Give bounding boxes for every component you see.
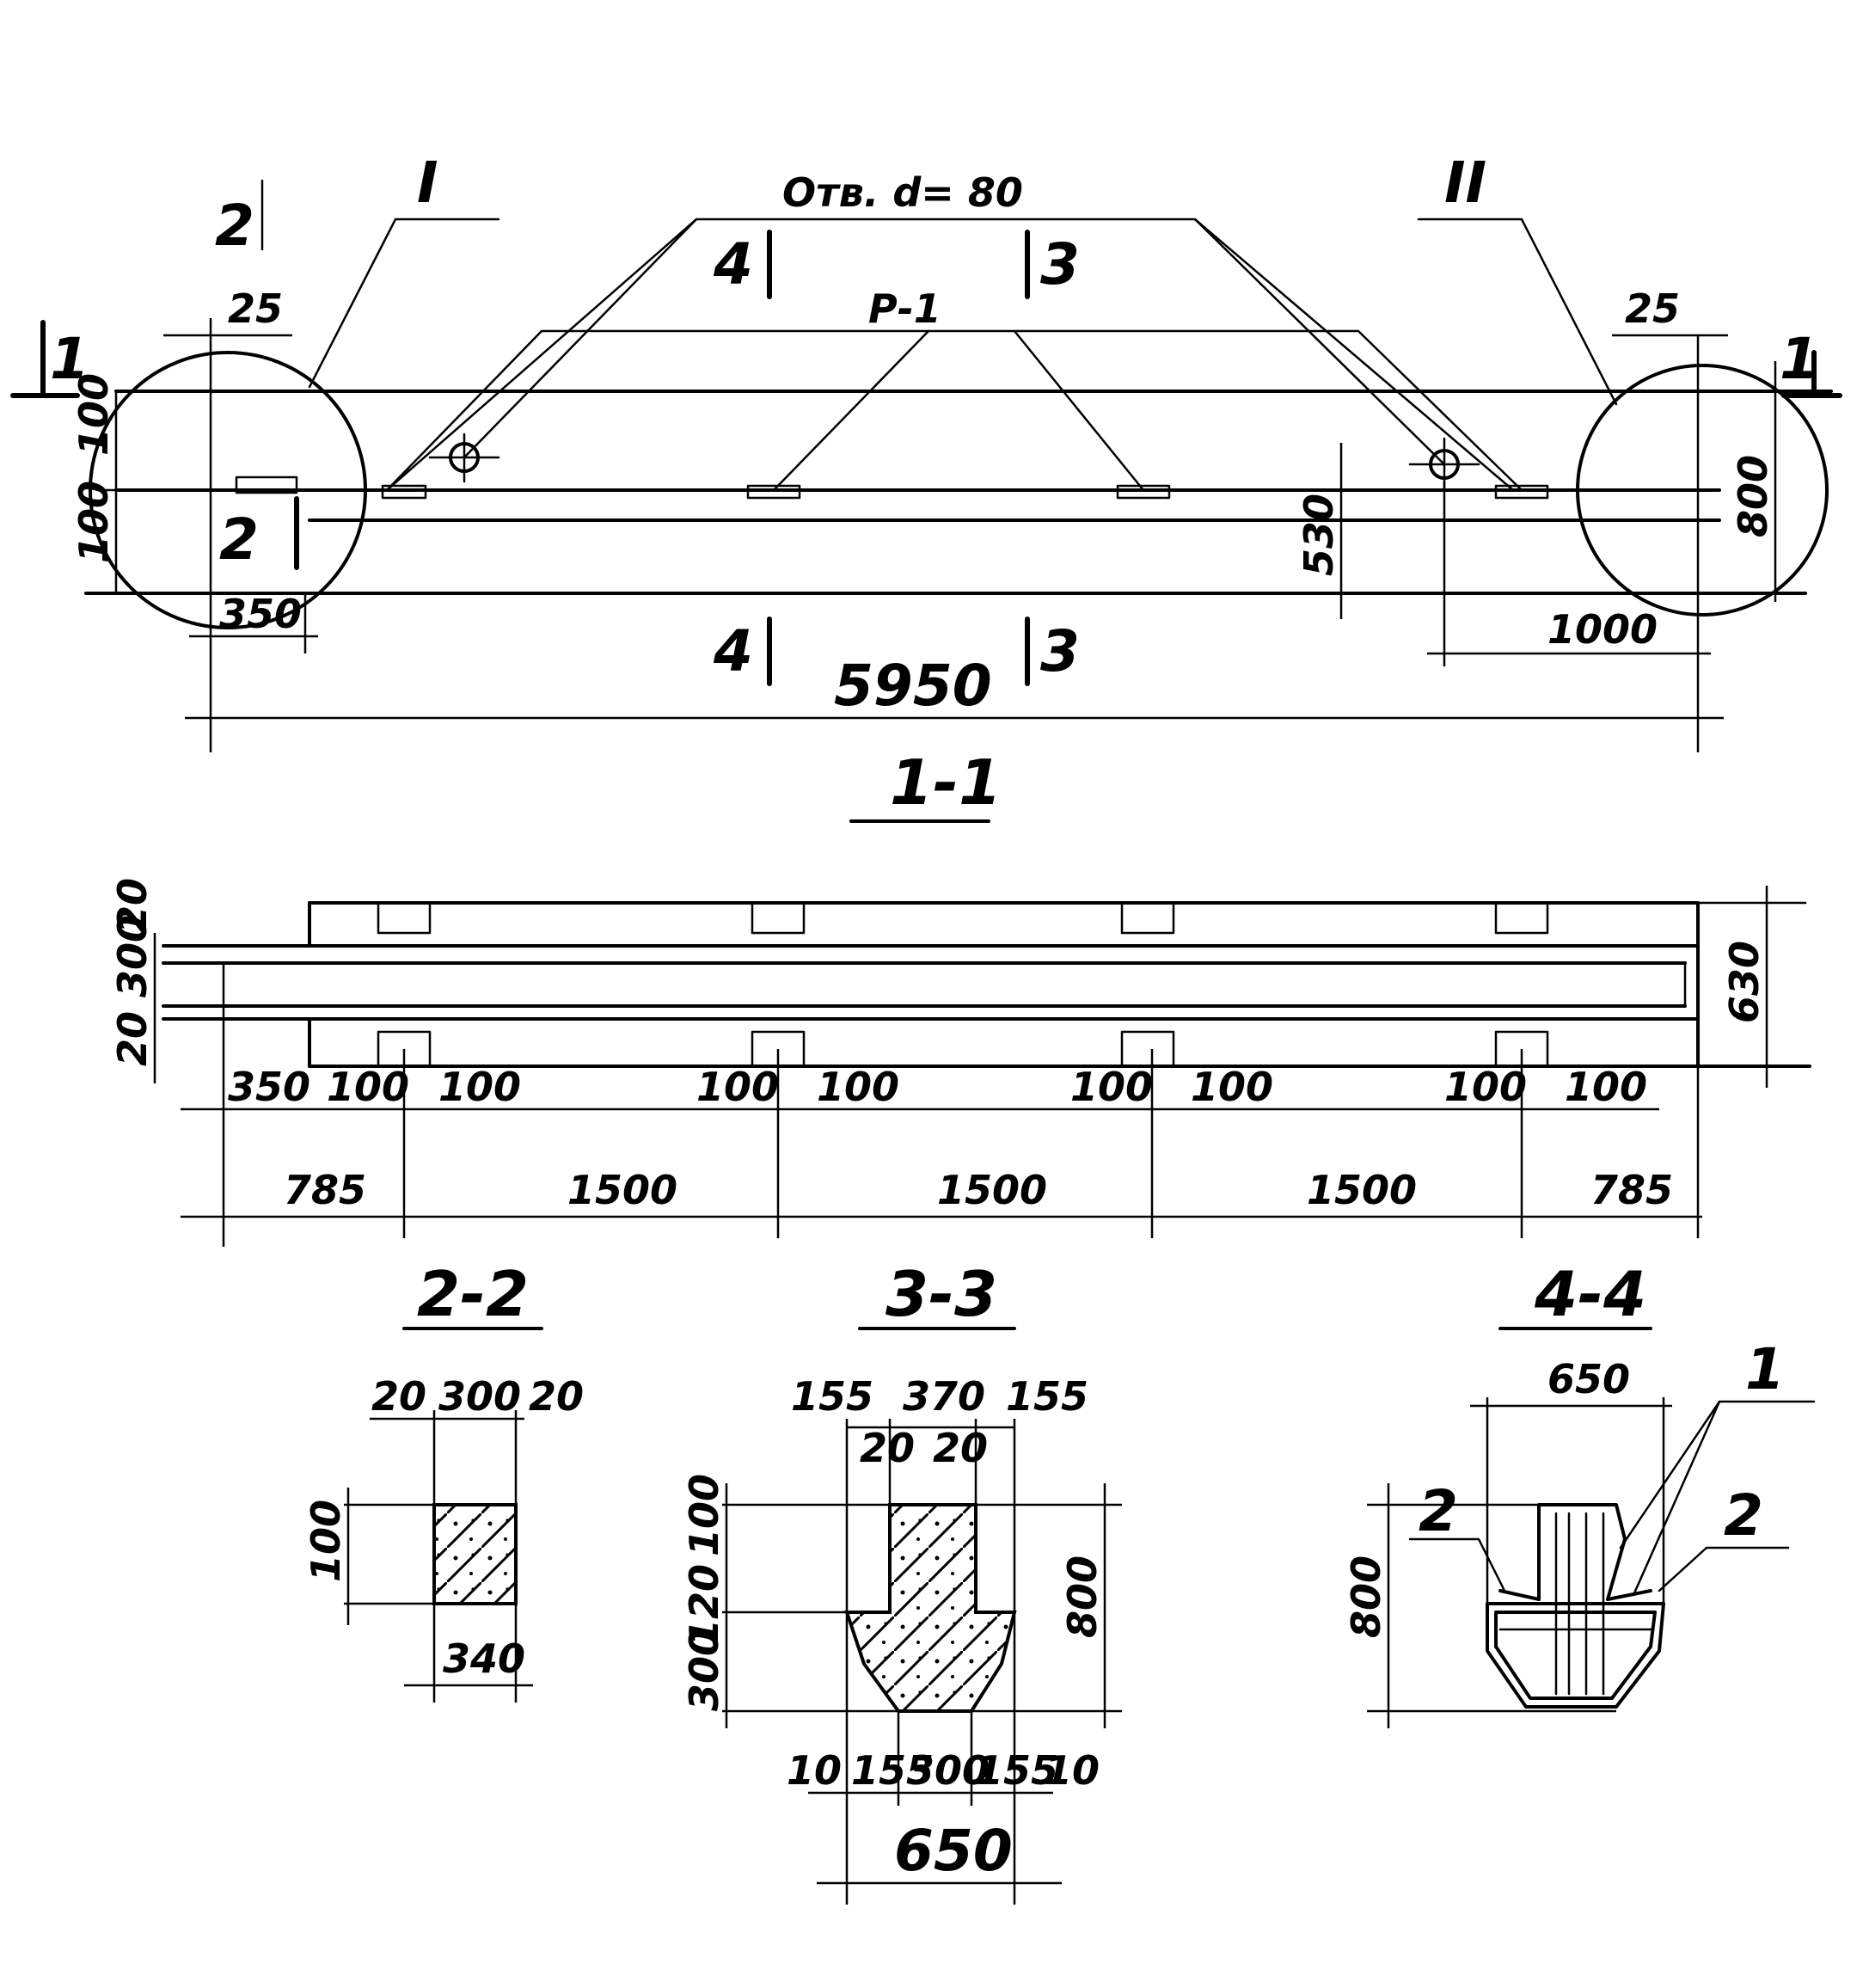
dim-25-left: 25 — [228, 285, 283, 332]
section-4-4-title: 4-4 — [1534, 1258, 1646, 1330]
leader-node-2 — [1417, 218, 1618, 406]
svg-text:2: 2 — [219, 506, 259, 573]
dim-1-1-r1-5: 100 — [1070, 1064, 1153, 1110]
dim-1-1-r1-1: 100 — [327, 1064, 409, 1110]
dim-1-1-r1-4: 100 — [817, 1064, 899, 1110]
section-3-3-body — [844, 1503, 1017, 1713]
leader-rebar — [385, 329, 1523, 492]
dim-2-2-bottom: 340 — [443, 1635, 525, 1682]
dim-1-1-r1-3: 100 — [696, 1064, 779, 1110]
dim-5950: 5950 — [834, 653, 992, 719]
dim-1-1-right: 630 — [1721, 941, 1768, 1023]
section-mark-1-left: 1 — [10, 320, 89, 398]
dim-530: 530 — [1296, 494, 1342, 576]
dim-1-1-r2-2: 1500 — [937, 1167, 1047, 1213]
dim-1-1-r1-7: 100 — [1444, 1064, 1527, 1110]
dim-3-3-bottom-5: 10 — [1045, 1747, 1100, 1794]
dim-2-2-height: 100 — [303, 1500, 349, 1582]
dim-3-3-inner-1: 20 — [860, 1425, 915, 1471]
dim-1-1-r2-0: 785 — [284, 1167, 366, 1213]
dim-3-3-right: 800 — [1059, 1555, 1106, 1638]
dim-1000: 1000 — [1547, 606, 1658, 653]
plan-view: Отв. d= 80 Р-1 I II 2 1 1 2 — [10, 150, 1842, 752]
dim-2-2-top-1: 20 — [371, 1373, 426, 1420]
dim-1-1-r2-1: 1500 — [567, 1167, 677, 1213]
dim-3-3-left-3: 300 — [681, 1629, 727, 1711]
section-4-4: 4-4 650 800 1 2 — [1343, 1258, 1816, 1728]
dim-1-1-r1-2: 100 — [438, 1064, 521, 1110]
section-3-3-title: 3-3 — [886, 1258, 997, 1330]
section-mark-2: 2 — [219, 496, 299, 573]
leader-opening — [385, 218, 1515, 492]
dim-2-2-top-3: 20 — [529, 1373, 584, 1420]
callout-2-left: 2 — [1419, 1478, 1458, 1544]
svg-text:3: 3 — [1040, 231, 1080, 298]
section-1-1-outline — [162, 901, 1811, 1068]
dim-4-4-top: 650 — [1547, 1356, 1630, 1402]
section-mark-1-right: 1 — [1780, 326, 1842, 398]
dim-100-bottom: 100 — [70, 481, 117, 563]
rebar-label: Р-1 — [868, 285, 941, 332]
section-3-3: 3-3 155 370 155 20 20 100 120 300 800 10 — [681, 1258, 1122, 1905]
section-mark-3-bottom: 3 — [1025, 617, 1080, 686]
callout-2-right: 2 — [1724, 1482, 1763, 1549]
section-4-4-dims — [1367, 1397, 1816, 1728]
dim-3-3-bottom-1: 10 — [787, 1747, 842, 1794]
detail-circle-left — [89, 351, 367, 629]
dim-3-3-top-3: 155 — [1006, 1373, 1088, 1420]
dim-3-3-top-1: 155 — [791, 1373, 873, 1420]
section-mark-4-top: 4 — [713, 230, 772, 299]
dim-25-right: 25 — [1625, 285, 1680, 332]
svg-text:1: 1 — [50, 326, 89, 392]
dim-3-3-left-2: 120 — [681, 1564, 727, 1647]
svg-text:4: 4 — [713, 231, 753, 298]
dim-3-3-bottom-2: 155 — [851, 1747, 934, 1794]
section-mark-3-top: 3 — [1025, 230, 1080, 299]
plan-dimensions — [103, 318, 1793, 752]
section-3-3-dims — [722, 1419, 1122, 1905]
svg-text:1: 1 — [1780, 326, 1819, 392]
dim-4-4-height: 800 — [1343, 1555, 1389, 1638]
beam-outline — [84, 334, 1833, 595]
dim-1-1-r1-8: 100 — [1565, 1064, 1647, 1110]
dim-1-1-r1-0: 350 — [228, 1064, 310, 1110]
section-mark-4-bottom: 4 — [713, 617, 772, 686]
svg-text:4: 4 — [713, 618, 753, 684]
section-2-2-title: 2-2 — [417, 1258, 529, 1330]
section-1-1-dimensions — [153, 886, 1768, 1247]
dim-100-top: 100 — [70, 373, 117, 456]
top-left-mark: 2 — [215, 193, 254, 259]
dim-1-1-left-2: 300 — [109, 915, 156, 997]
dim-3-3-bottom-3: 300 — [907, 1747, 990, 1794]
leader-node-1 — [308, 218, 500, 389]
dim-1-1-r2-4: 785 — [1590, 1167, 1673, 1213]
section-2-2: 2-2 20 300 20 100 340 — [303, 1258, 584, 1703]
dim-3-3-top-2: 370 — [903, 1373, 985, 1420]
detail-circle-right — [1576, 364, 1829, 617]
dim-1-1-left-3: 20 — [109, 878, 156, 933]
dim-800: 800 — [1730, 455, 1776, 537]
dim-3-3-inner-2: 20 — [933, 1425, 988, 1471]
dim-3-3-bottom-4: 155 — [976, 1747, 1058, 1794]
section-1-1-title: 1-1 — [890, 746, 1002, 819]
svg-text:3: 3 — [1040, 618, 1080, 684]
callout-1: 1 — [1745, 1336, 1785, 1402]
dim-3-3-total: 650 — [894, 1818, 1013, 1884]
section-4-4-body — [1486, 1503, 1665, 1709]
dim-1-1-r2-3: 1500 — [1307, 1167, 1417, 1213]
node-2-label: II — [1444, 150, 1486, 216]
section-1-1: 1-1 — [109, 746, 1811, 1247]
section-2-2-dims — [344, 1410, 533, 1703]
node-1-label: I — [417, 150, 438, 216]
section-2-2-body — [432, 1503, 518, 1605]
dim-1-1-r1-6: 100 — [1191, 1064, 1273, 1110]
dim-350: 350 — [219, 591, 302, 637]
opening-label: Отв. d= 80 — [782, 169, 1023, 216]
dim-2-2-top-2: 300 — [438, 1373, 521, 1420]
dim-1-1-left-1: 20 — [109, 1011, 156, 1066]
dim-3-3-left-1: 100 — [681, 1474, 727, 1556]
